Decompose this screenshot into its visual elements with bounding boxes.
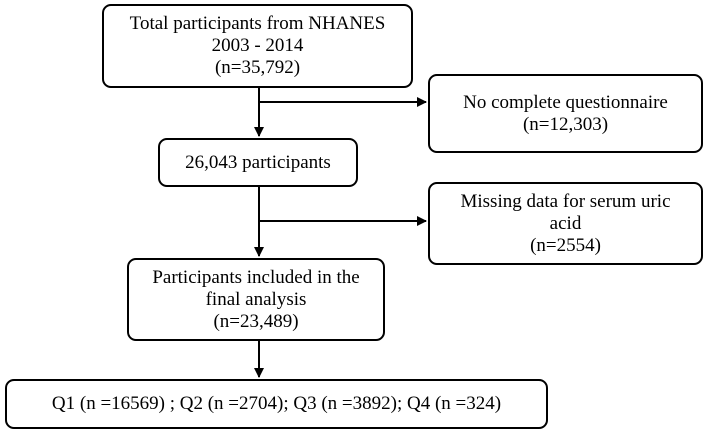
- quartiles-box: Q1 (n =16569) ; Q2 (n =2704); Q3 (n =389…: [5, 379, 548, 429]
- mid-line1: 26,043 participants: [185, 151, 331, 173]
- exclusion-questionnaire-box: No complete questionnaire (n=12,303): [428, 74, 703, 153]
- total-line2: 2003 - 2014: [211, 35, 304, 56]
- final-line1: Participants included in the: [152, 266, 360, 288]
- exclusion1-line1: No complete questionnaire: [463, 91, 668, 113]
- quartiles-text: Q1 (n =16569) ; Q2 (n =2704); Q3 (n =389…: [51, 393, 502, 414]
- remaining-participants-box: 26,043 participants: [158, 138, 358, 187]
- total-line1: Total participants from NHANES: [129, 13, 386, 34]
- exclusion1-line2: (n=12,303): [522, 113, 609, 135]
- exclusion2-line3: (n=2554): [530, 234, 601, 256]
- total-line3: (n=35,792): [214, 57, 301, 78]
- final-analysis-box: Participants included in the final analy…: [127, 258, 385, 341]
- exclusion2-line2: acid: [549, 212, 582, 234]
- exclusion-uric-acid-box: Missing data for serum uric acid (n=2554…: [428, 182, 703, 265]
- final-line3: (n=23,489): [213, 310, 299, 332]
- final-line2: final analysis: [205, 288, 307, 310]
- exclusion2-line1: Missing data for serum uric: [460, 190, 671, 212]
- total-participants-box: Total participants from NHANES 2003 - 20…: [102, 4, 413, 88]
